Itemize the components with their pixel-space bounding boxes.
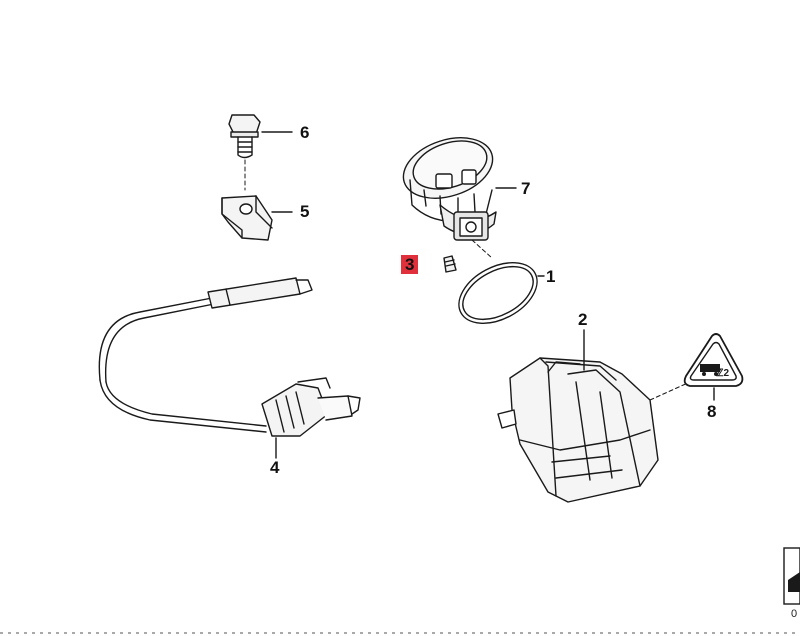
socket-part-7: [402, 137, 497, 241]
callout-1: 1: [546, 267, 556, 286]
module-part-2: [497, 357, 659, 503]
callout-2: 2: [578, 310, 588, 329]
corner-digit: 0: [791, 608, 798, 620]
warning-label-part-8: [683, 333, 744, 387]
callout-7: 7: [521, 179, 531, 198]
cable-sensor-part-4: [98, 277, 361, 437]
callout-5: 5: [300, 202, 310, 221]
callout-6: 6: [300, 123, 310, 142]
plug-part-3: [443, 255, 457, 273]
callout-3-highlighted: 3: [401, 255, 419, 274]
corner-thumbnail-icon: [783, 547, 800, 605]
warning-sign-text: ℤ2: [716, 368, 729, 379]
callout-4: 4: [270, 458, 280, 477]
bolt-part-6: [228, 114, 261, 159]
callout-8: 8: [707, 402, 717, 421]
o-ring-part-1: [458, 262, 538, 324]
warning-symbol-icon: [700, 364, 720, 376]
clip-nut-part-5: [221, 195, 273, 241]
